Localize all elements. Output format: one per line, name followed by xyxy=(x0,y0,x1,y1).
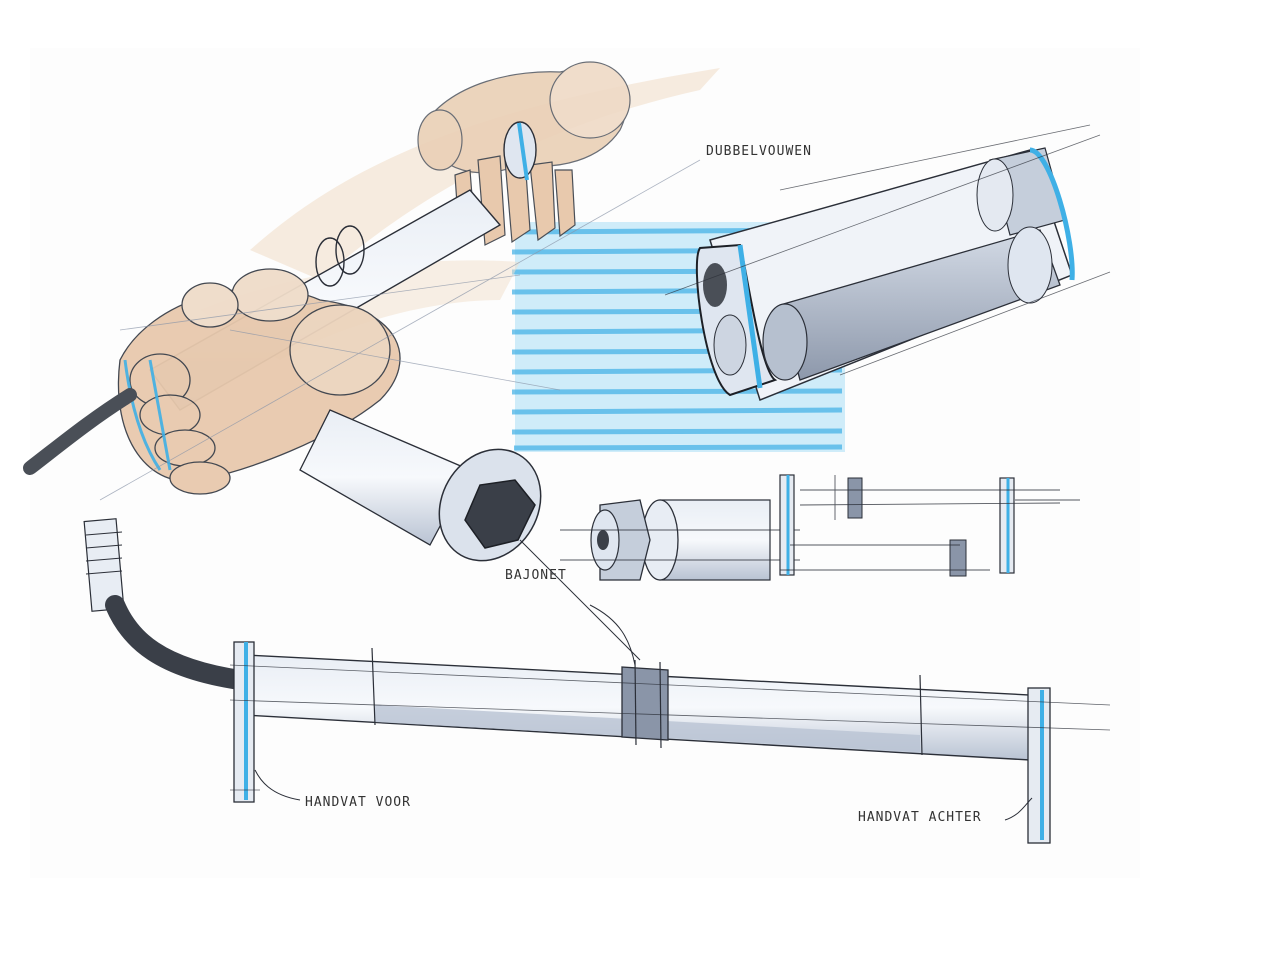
label-bajonet: BAJONET xyxy=(505,568,567,583)
tube-open-end xyxy=(299,409,641,661)
label-handvat-achter: HANDVAT ACHTER xyxy=(858,810,982,825)
double-fold-module xyxy=(664,124,1111,401)
label-dubbelvouwen: DUBBELVOUWEN xyxy=(706,144,812,159)
handle-profile-details xyxy=(779,474,1080,577)
long-handle-tube xyxy=(229,604,1111,844)
hands-sketch xyxy=(23,61,720,501)
label-handvat-voor: HANDVAT VOOR xyxy=(305,795,411,810)
bayonet-connector xyxy=(560,499,800,581)
cable-plug xyxy=(83,518,250,690)
